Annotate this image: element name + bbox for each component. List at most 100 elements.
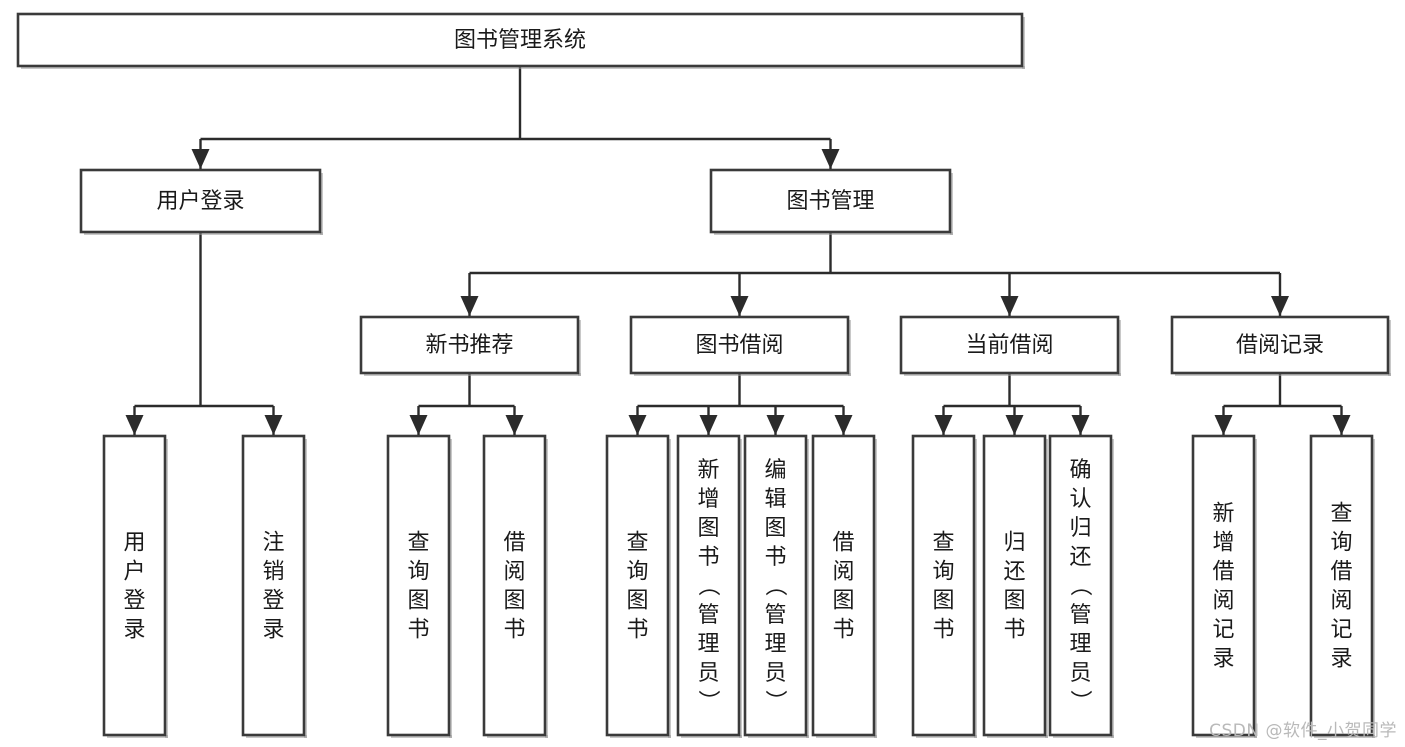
node-label: 当前借阅	[965, 333, 1053, 358]
node-leaf-query-borrow-record[interactable]: 查询借阅记录	[1309, 434, 1375, 738]
connector-arrow	[1000, 296, 1019, 316]
connector-arrow	[505, 415, 524, 435]
box-shadow	[21, 66, 1025, 69]
box-shadow	[391, 735, 452, 738]
node-label: 确认归还（管理员）	[1069, 458, 1092, 715]
box-shadow	[1118, 320, 1121, 376]
box-shadow	[748, 735, 809, 738]
node-label: 借阅记录	[1236, 333, 1324, 358]
node-label: 图书管理系统	[454, 28, 586, 53]
box-shadow	[950, 173, 953, 235]
box-shadow	[304, 439, 307, 738]
box-shadow	[1254, 439, 1257, 738]
box-shadow	[107, 735, 168, 738]
node-label: 新增借阅记录	[1212, 502, 1234, 672]
connector-arrow	[934, 415, 953, 435]
node-label: 用户登录	[156, 189, 244, 214]
node-layer: 图书管理系统用户登录图书管理新书推荐图书借阅当前借阅借阅记录用户登录注销登录查询…	[16, 12, 1391, 738]
node-leaf-return-book[interactable]: 归还图书	[982, 434, 1048, 738]
node-box[interactable]	[16, 12, 1024, 68]
connector-arrow	[1332, 415, 1351, 435]
node-book-manage[interactable]: 图书管理	[709, 168, 953, 235]
box-shadow	[1045, 439, 1048, 738]
box-shadow	[681, 735, 742, 738]
box-shadow	[545, 439, 548, 738]
node-box[interactable]	[1191, 434, 1256, 737]
box-shadow	[1372, 439, 1375, 738]
box-shadow	[84, 232, 323, 235]
node-box[interactable]	[709, 168, 952, 234]
node-user-login[interactable]: 用户登录	[79, 168, 323, 235]
node-leaf-query-book-1[interactable]: 查询图书	[386, 434, 452, 738]
node-leaf-borrow-book-1[interactable]: 借阅图书	[482, 434, 548, 738]
connector-arrow	[699, 415, 718, 435]
node-leaf-query-book-3[interactable]: 查询图书	[911, 434, 977, 738]
node-leaf-edit-book-admin[interactable]: 编辑图书（管理员）	[743, 434, 809, 738]
node-current-borrow[interactable]: 当前借阅	[899, 315, 1121, 376]
node-leaf-logout-login[interactable]: 注销登录	[241, 434, 307, 738]
node-box[interactable]	[899, 315, 1120, 375]
connector-arrow	[766, 415, 785, 435]
node-box[interactable]	[629, 315, 850, 375]
box-shadow	[668, 439, 671, 738]
node-box[interactable]	[1170, 315, 1390, 375]
connector-layer	[125, 66, 1351, 435]
box-shadow	[806, 439, 809, 738]
node-leaf-add-borrow-record[interactable]: 新增借阅记录	[1191, 434, 1257, 738]
node-leaf-add-book-admin[interactable]: 新增图书（管理员）	[676, 434, 742, 738]
node-box[interactable]	[359, 315, 580, 375]
box-shadow	[487, 735, 548, 738]
connector-arrow	[1214, 415, 1233, 435]
connector-arrow	[460, 296, 479, 316]
node-borrow-record[interactable]: 借阅记录	[1170, 315, 1391, 376]
node-box[interactable]	[743, 434, 808, 737]
node-new-book-recommend[interactable]: 新书推荐	[359, 315, 581, 376]
connector-arrow	[730, 296, 749, 316]
box-shadow	[714, 232, 953, 235]
box-shadow	[974, 439, 977, 738]
box-shadow	[739, 439, 742, 738]
box-shadow	[246, 735, 307, 738]
node-box[interactable]	[102, 434, 167, 737]
node-box[interactable]	[482, 434, 547, 737]
node-box[interactable]	[982, 434, 1047, 737]
node-box[interactable]	[79, 168, 322, 234]
connector-arrow	[1071, 415, 1090, 435]
node-root-图书管理系统[interactable]: 图书管理系统	[16, 12, 1025, 69]
node-box[interactable]	[1048, 434, 1113, 737]
node-leaf-user-login[interactable]: 用户登录	[102, 434, 168, 738]
node-box[interactable]	[676, 434, 741, 737]
connector-arrow	[264, 415, 283, 435]
box-shadow	[578, 320, 581, 376]
node-box[interactable]	[1309, 434, 1374, 737]
box-shadow	[904, 373, 1121, 376]
node-label: 注销登录	[262, 531, 284, 643]
node-box[interactable]	[811, 434, 876, 737]
box-shadow	[916, 735, 977, 738]
connector-arrow	[1005, 415, 1024, 435]
node-leaf-borrow-book-2[interactable]: 借阅图书	[811, 434, 877, 738]
connector-arrow	[409, 415, 428, 435]
node-box[interactable]	[605, 434, 670, 737]
box-shadow	[1388, 320, 1391, 376]
box-shadow	[320, 173, 323, 235]
box-shadow	[165, 439, 168, 738]
node-leaf-query-book-2[interactable]: 查询图书	[605, 434, 671, 738]
connector-arrow	[191, 149, 210, 169]
node-book-borrow[interactable]: 图书借阅	[629, 315, 851, 376]
node-leaf-confirm-return-admin[interactable]: 确认归还（管理员）	[1048, 434, 1114, 738]
node-box[interactable]	[386, 434, 451, 737]
box-shadow	[1175, 373, 1391, 376]
node-label: 新书推荐	[425, 333, 513, 358]
box-shadow	[816, 735, 877, 738]
node-label: 查询图书	[407, 531, 429, 643]
box-shadow	[634, 373, 851, 376]
box-shadow	[1314, 735, 1375, 738]
node-label: 图书借阅	[695, 333, 783, 358]
node-label: 新增图书（管理员）	[697, 458, 720, 715]
node-box[interactable]	[241, 434, 306, 737]
node-box[interactable]	[911, 434, 976, 737]
node-label: 借阅图书	[832, 531, 854, 643]
